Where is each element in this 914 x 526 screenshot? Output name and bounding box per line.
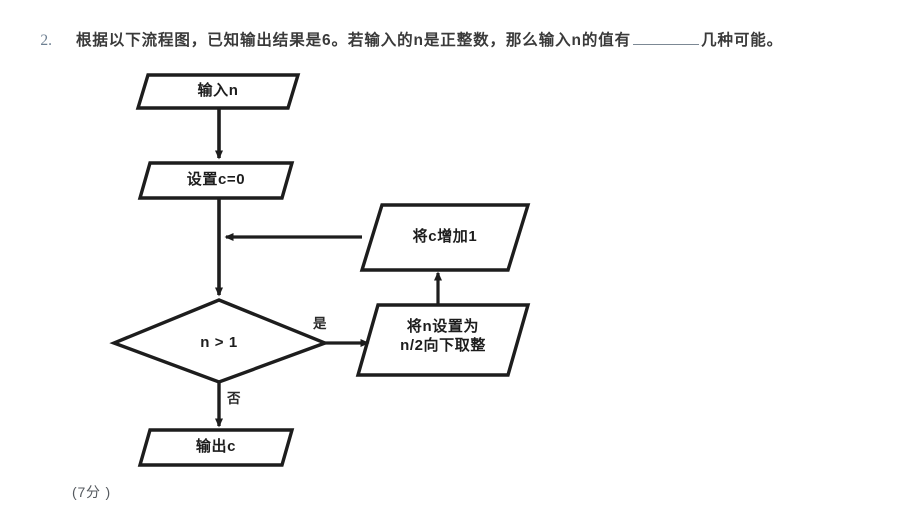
- question-text-after-blank: 几种可能。: [701, 32, 784, 49]
- question-text: 根据以下流程图，已知输出结果是6。若输入的n是正整数，那么输入n的值有 几种可能。: [76, 28, 783, 50]
- score-note: (7分 ): [72, 484, 111, 500]
- question-header: 2. 根据以下流程图，已知输出结果是6。若输入的n是正整数，那么输入n的值有 几种…: [0, 28, 914, 62]
- node-shape-halve-n: [355, 303, 531, 377]
- edge-label-no: 否: [227, 391, 241, 406]
- question-number: 2.: [40, 32, 52, 49]
- question-text-before-blank: 根据以下流程图，已知输出结果是6。若输入的n是正整数，那么输入n的值有: [76, 32, 632, 49]
- flowchart-diagram: 输入n 设置c=0 将c增加1 n > 1 将n设置为 n/2向下取整 输出c …: [0, 60, 914, 480]
- answer-blank[interactable]: [633, 31, 700, 45]
- node-shape-increment-c: [359, 203, 531, 272]
- node-shape-decision-n: [109, 298, 330, 384]
- edge-label-yes: 是: [313, 316, 327, 331]
- node-shape-input-n: [135, 73, 301, 110]
- node-shape-output-c: [137, 428, 295, 467]
- flowchart-canvas: [109, 73, 531, 467]
- node-shape-set-c-zero: [137, 161, 295, 200]
